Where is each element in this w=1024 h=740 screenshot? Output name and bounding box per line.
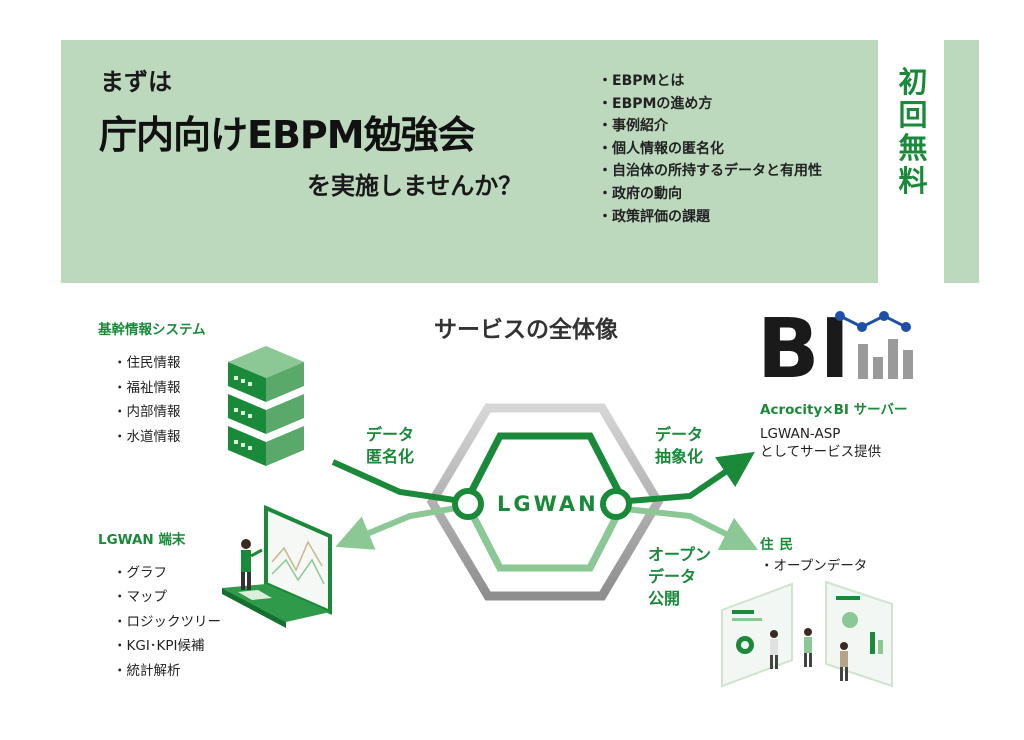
overview-title: サービスの全体像 bbox=[434, 317, 618, 343]
open-data-label: オープン データ 公開 bbox=[648, 545, 712, 608]
banner-side-strip bbox=[944, 40, 979, 283]
banner-lead: まずは bbox=[100, 68, 172, 96]
terminal-title: LGWAN 端末 bbox=[98, 532, 186, 548]
topic-item: ・自治体の所持するデータと有用性 bbox=[598, 163, 822, 180]
node-right-icon bbox=[600, 488, 632, 520]
topic-item: ・政策評価の課題 bbox=[598, 208, 710, 225]
free-badge: 初 回 無 料 bbox=[898, 65, 928, 198]
topic-item: ・政府の動向 bbox=[598, 185, 682, 202]
abstract-label: データ 抽象化 bbox=[655, 425, 704, 466]
node-left-icon bbox=[452, 488, 484, 520]
hub-label: LGWAN bbox=[497, 492, 599, 516]
list-item: ・KGI･KPI候補 bbox=[113, 638, 205, 655]
bi-logo-icon: BI bbox=[757, 302, 913, 397]
list-item: ・グラフ bbox=[113, 565, 167, 581]
list-item: ・ロジックツリー bbox=[113, 613, 221, 630]
banner-panel bbox=[61, 40, 878, 283]
anonymize-flow-line bbox=[331, 459, 469, 505]
terminal-flow-arrow bbox=[335, 503, 469, 550]
anonymize-label: データ 匿名化 bbox=[366, 425, 415, 466]
bi-caption: LGWAN-ASP としてサービス提供 bbox=[760, 426, 882, 460]
list-item: ・内部情報 bbox=[113, 404, 181, 420]
banner-tail: を実施しませんか？ bbox=[307, 172, 523, 200]
topic-item: ・EBPMの進め方 bbox=[598, 95, 713, 112]
server-stack-icon bbox=[228, 346, 304, 466]
svg-text:BI: BI bbox=[757, 302, 850, 397]
residents-item: ・オープンデータ bbox=[760, 558, 868, 574]
topic-list: ・EBPMとは ・EBPMの進め方 ・事例紹介 ・個人情報の匿名化 ・自治体の所… bbox=[598, 70, 822, 228]
core-system-list: ・住民情報 ・福祉情報 ・内部情報 ・水道情報 bbox=[113, 351, 181, 449]
list-item: ・福祉情報 bbox=[113, 379, 181, 396]
hex-lower-ring bbox=[462, 500, 628, 572]
topic-item: ・個人情報の匿名化 bbox=[598, 140, 724, 157]
terminal-list: ・グラフ ・マップ ・ロジックツリー ・KGI･KPI候補 ・統計解析 bbox=[113, 561, 221, 683]
list-item: ・住民情報 bbox=[113, 355, 181, 371]
banner-title: 庁内向けEBPM勉強会 bbox=[99, 113, 476, 157]
dashboard-people-icon bbox=[721, 580, 893, 688]
residents-title: 住民 bbox=[760, 537, 799, 553]
list-item: ・マップ bbox=[113, 589, 167, 606]
list-item: ・水道情報 bbox=[113, 428, 181, 445]
list-item: ・統計解析 bbox=[113, 662, 181, 679]
abstract-flow-arrow bbox=[615, 451, 755, 505]
laptop-analyst-icon bbox=[222, 504, 332, 628]
topic-item: ・事例紹介 bbox=[598, 118, 668, 135]
open-data-flow-arrow bbox=[615, 505, 759, 551]
core-system-title: 基幹情報システム bbox=[98, 322, 206, 338]
bi-server-title: Acrocity×BI サーバー bbox=[760, 402, 908, 418]
topic-item: ・EBPMとは bbox=[598, 73, 685, 89]
